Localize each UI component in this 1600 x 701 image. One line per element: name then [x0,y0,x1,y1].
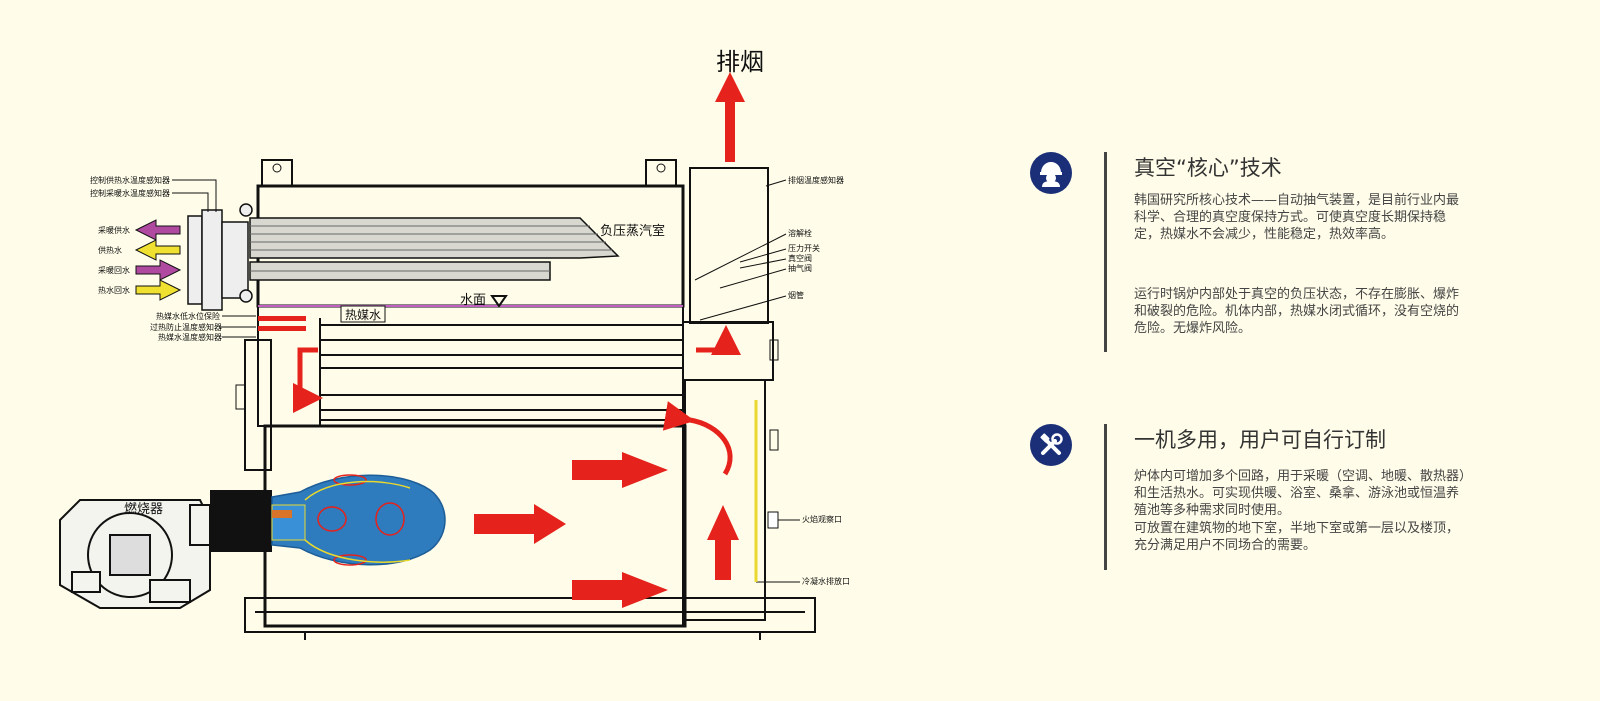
feature-title: 一机多用，用户可自行订制 [1134,428,1386,452]
heat-medium-box [340,305,386,323]
burner-label: 燃烧器 [124,501,163,517]
left-label: 热媒水温度感知器 [158,332,222,342]
exhaust-arrow [715,72,745,162]
tools-icon [1030,424,1072,466]
feature-title: 真空“核心”技术 [1134,156,1282,180]
left-label: 热水回水 [98,285,130,295]
right-label: 溶解栓 [788,228,812,238]
feature-paragraph: 可放置在建筑物的地下室，半地下室或第一层以及楼顶，充分满足用户不同场合的需要。 [1134,521,1460,553]
heat-medium-label: 热媒水 [345,308,381,322]
right-label: 压力开关 [788,243,820,253]
flow-curves [293,325,741,476]
feature-divider [1104,424,1107,570]
feature-paragraph: 运行时锅炉内部处于真空的负压状态，不存在膨胀、爆炸和破裂的危险。机体内部，热媒水… [1134,287,1460,336]
flame-swirls [317,474,405,566]
pipe-arrows [134,219,182,301]
right-label: 烟管 [788,290,804,300]
heat-exchanger-coil [249,217,620,281]
feature-multi-use: 一机多用，用户可自行订制 炉体内可增加多个回路，用于采暖（空调、地暖、散热器）和… [1030,424,1470,574]
feature-divider [1104,152,1107,352]
right-label: 抽气阀 [788,263,812,273]
right-label: 火焰观察口 [802,514,842,524]
burner [59,499,211,609]
water-level-triangle [490,295,508,308]
left-label: 热媒水低水位保险 [156,311,220,321]
steam-chamber-label: 负压蒸汽室 [600,223,665,239]
right-label: 真空阀 [788,253,812,263]
pipe-flanges [187,203,253,311]
burner-nozzle [210,490,272,552]
left-label: 采暖回水 [98,265,130,275]
feature-paragraph: 韩国研究所核心技术——自动抽气装置，是目前行业内最科学、合理的真空度保持方式。可… [1134,193,1460,242]
right-labels: 排烟温度感知器 溶解栓 压力开关 真空阀 抽气阀 烟管 火焰观察口 冷凝水排放口 [788,175,850,586]
boiler-body [235,159,816,640]
exhaust-label: 排烟 [716,48,764,76]
sensor-bar [258,326,306,331]
flow-arrows [474,452,739,608]
right-label: 冷凝水排放口 [802,576,850,586]
left-leader-lines [172,179,256,338]
left-labels: 控制供热水温度感知器 控制采暖水温度感知器 采暖供水 供热水 采暖回水 热水回水… [90,175,222,342]
boiler-diagram: 排烟 水面 [59,48,850,640]
water-level-label: 水面 [460,293,486,308]
left-label: 控制采暖水温度感知器 [90,188,170,198]
sensor-bar [258,316,306,321]
feature-vacuum-tech: 真空“核心”技术 韩国研究所核心技术——自动抽气装置，是目前行业内最科学、合理的… [1030,152,1470,357]
left-label: 供热水 [98,245,122,255]
left-label: 控制供热水温度感知器 [90,175,170,185]
flame-yellow-streaks [304,480,411,563]
left-label: 采暖供水 [98,225,130,235]
worker-helmet-icon [1030,152,1072,194]
flame-inner [272,510,292,518]
sight-port [767,511,779,529]
left-label: 过热防止温度感知器 [150,322,222,332]
right-label: 排烟温度感知器 [788,175,844,185]
feature-paragraph: 炉体内可增加多个回路，用于采暖（空调、地暖、散热器）和生活热水。可实现供暖、浴室… [1134,469,1466,518]
right-leader-lines [694,179,800,583]
